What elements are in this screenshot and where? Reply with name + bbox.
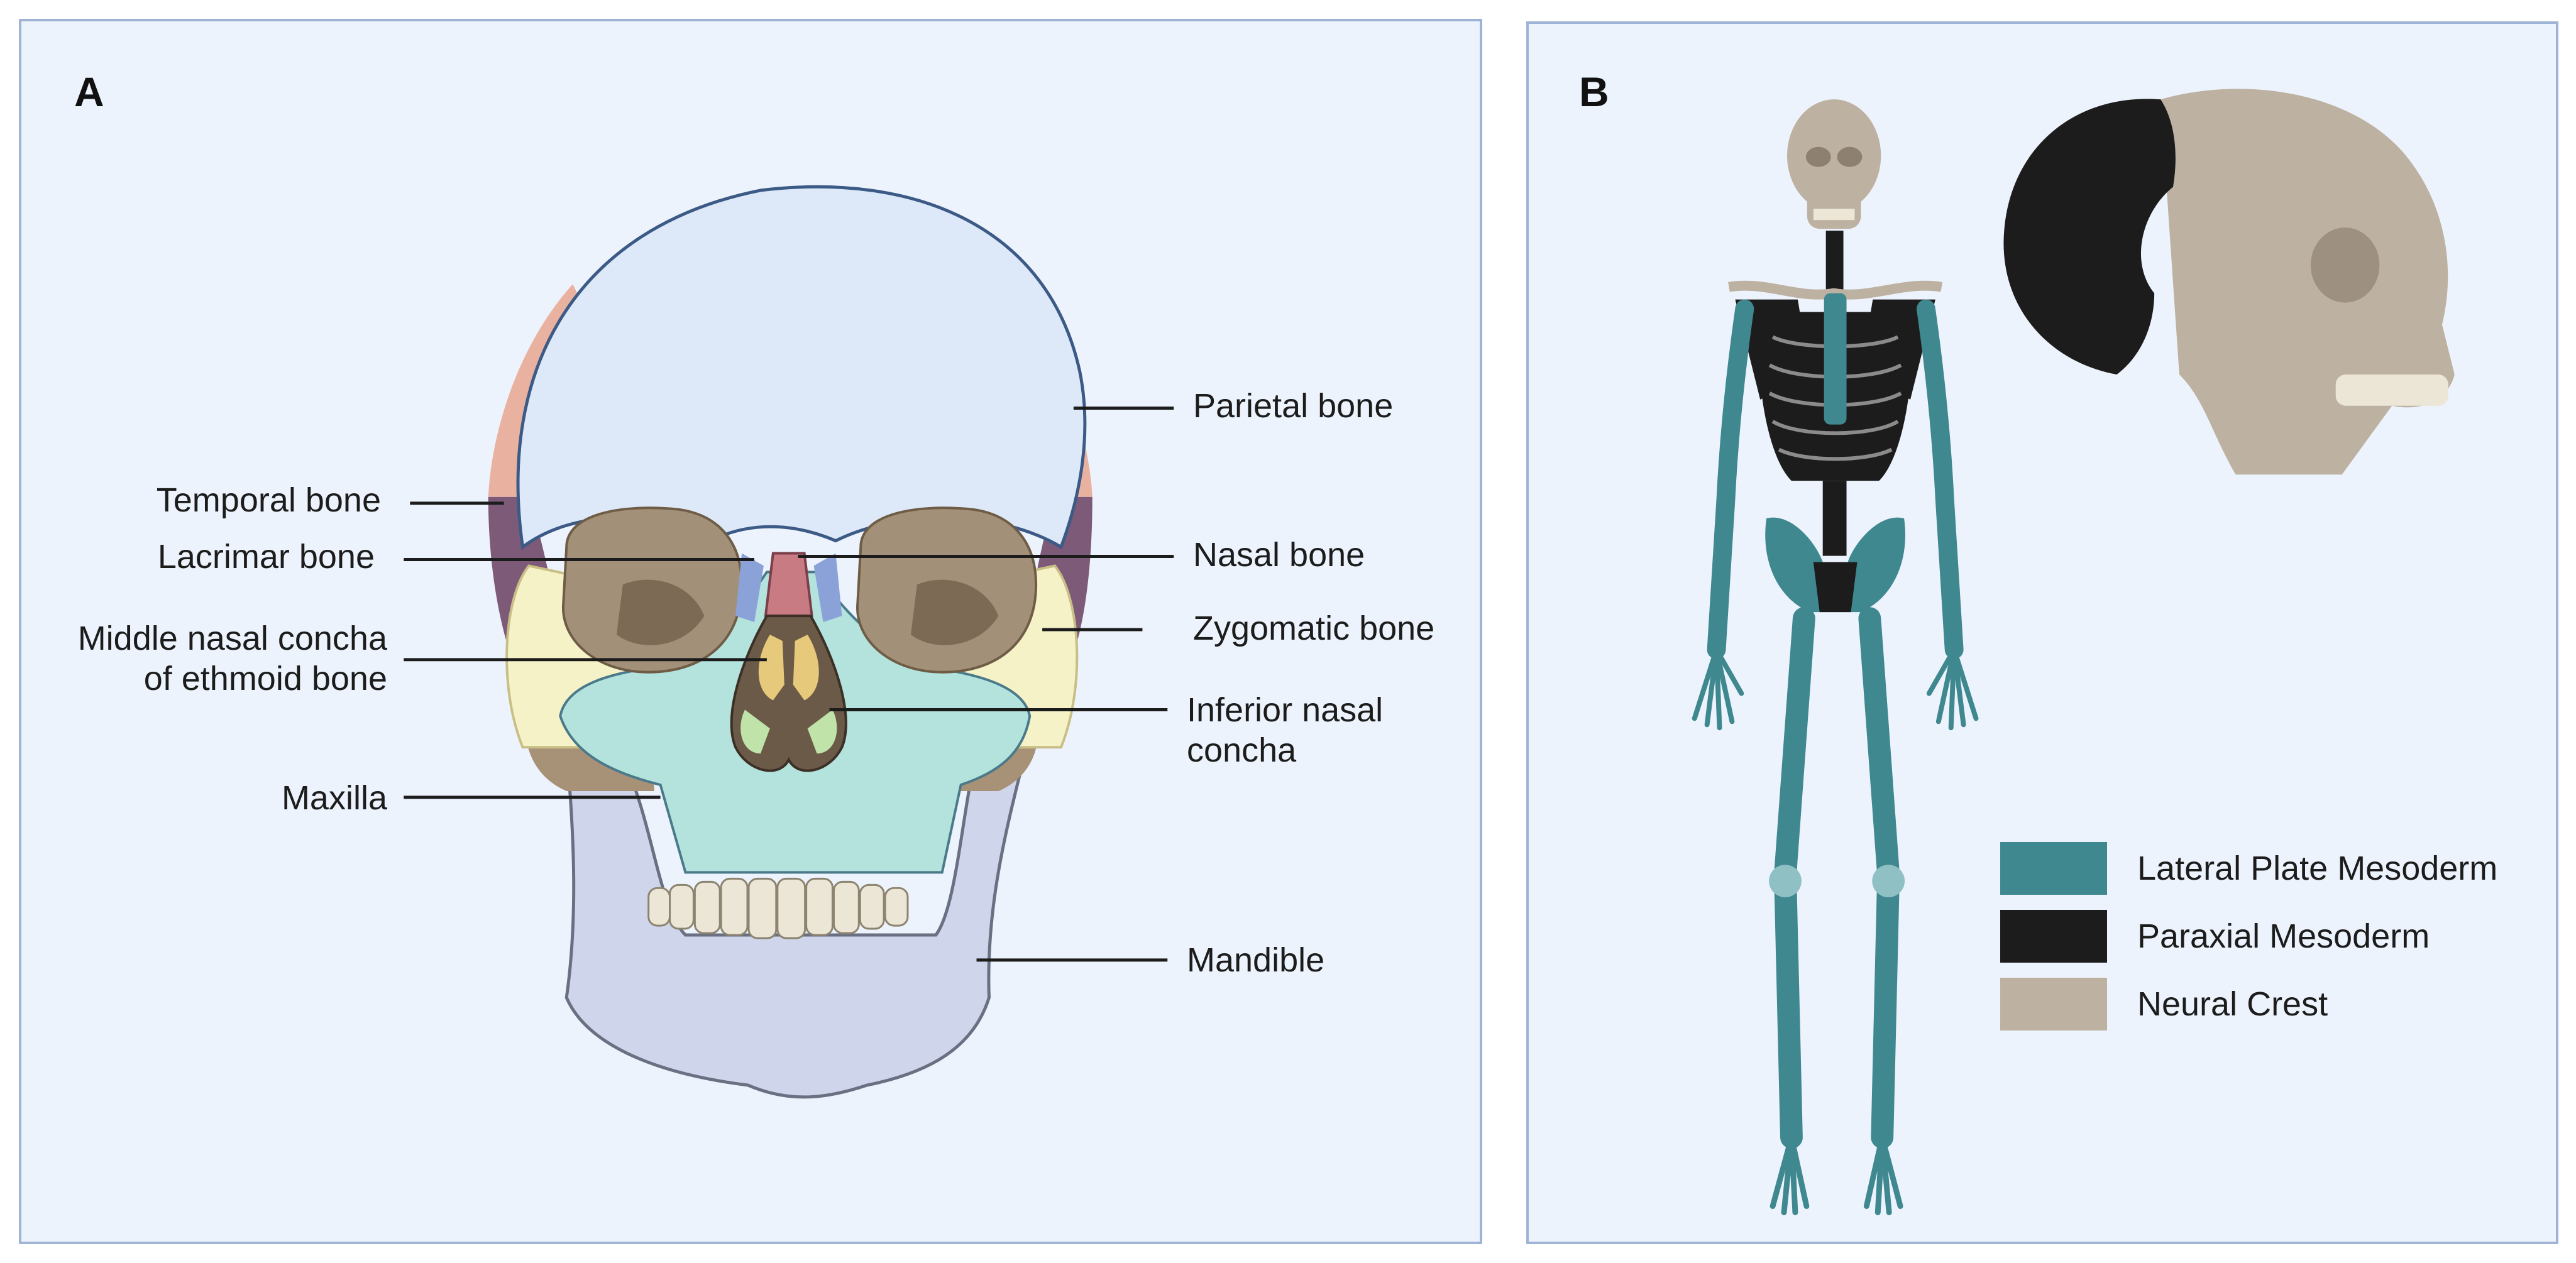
lateral-skull <box>2003 89 2455 475</box>
ribs <box>1768 335 1902 461</box>
label-zygomatic-bone: Zygomatic bone <box>1193 610 1435 647</box>
panel-b-skeleton-origins: B <box>1526 21 2558 1244</box>
legend-swatch-neural-crest <box>2000 978 2107 1031</box>
middle-concha-left <box>758 634 784 701</box>
foot-right <box>1863 1134 1903 1215</box>
panel-letter-b: B <box>1579 68 1609 115</box>
inferior-concha-left <box>740 709 770 754</box>
legend-item-lateral-plate: Lateral Plate Mesoderm <box>2000 842 2497 895</box>
arm-right <box>1916 299 1964 659</box>
panel-letter-a: A <box>74 68 104 115</box>
full-skeleton <box>1692 99 1979 1215</box>
cranium-shape <box>516 185 1087 550</box>
label-mandible: Mandible <box>1187 941 1325 979</box>
label-maxilla: Maxilla <box>281 779 387 817</box>
leader-lines <box>404 406 1174 962</box>
legend-label-lateral-plate: Lateral Plate Mesoderm <box>2137 850 2498 887</box>
label-inferior-concha-line2: concha <box>1187 731 1297 769</box>
lacrimal-right <box>813 553 842 623</box>
label-inferior-nasal-concha: Inferior nasal concha <box>1187 690 1383 770</box>
skull-front-view <box>404 185 1174 1099</box>
label-middle-concha-line1: Middle nasal concha <box>77 620 387 657</box>
hand-right <box>1926 647 1979 731</box>
orbit-right-shade <box>910 579 999 645</box>
label-parietal-bone: Parietal bone <box>1193 387 1394 425</box>
lumbar-spine <box>1822 481 1847 556</box>
skeleton-figures <box>1692 89 2455 1215</box>
label-nasal-bone: Nasal bone <box>1193 536 1365 574</box>
label-middle-nasal-concha: Middle nasal concha of ethmoid bone <box>78 618 387 699</box>
mandible-shape <box>564 745 1026 1099</box>
knee-right <box>1872 865 1905 897</box>
panel-a-skull-bones: A <box>19 19 1482 1244</box>
label-inferior-concha-line1: Inferior nasal <box>1187 691 1384 729</box>
legend-swatch-paraxial <box>2000 910 2107 963</box>
nasal-bone-shape <box>764 552 813 624</box>
knee-left <box>1769 865 1802 897</box>
legend-item-paraxial: Paraxial Mesoderm <box>2000 910 2430 963</box>
lacrimal-left <box>735 553 764 623</box>
legend-label-paraxial: Paraxial Mesoderm <box>2137 917 2430 955</box>
foot-left <box>1770 1134 1810 1215</box>
arm-left <box>1707 299 1754 659</box>
legend-item-neural-crest: Neural Crest <box>2000 978 2328 1031</box>
orbit-left-shade <box>616 579 705 645</box>
middle-concha-right <box>793 634 819 701</box>
teeth-row <box>647 877 909 939</box>
legend-swatch-lateral-plate <box>2000 842 2107 895</box>
inferior-concha-right <box>807 709 837 754</box>
label-lacrimal-bone: Lacrimar bone <box>157 538 375 576</box>
hand-left <box>1692 647 1744 731</box>
sacrum <box>1813 562 1858 613</box>
legend-label-neural-crest: Neural Crest <box>2137 985 2328 1023</box>
label-middle-concha-line2: of ethmoid bone <box>143 660 387 697</box>
sternum <box>1824 293 1847 425</box>
skeleton-skull <box>1786 99 1881 229</box>
label-temporal-bone: Temporal bone <box>156 481 381 519</box>
